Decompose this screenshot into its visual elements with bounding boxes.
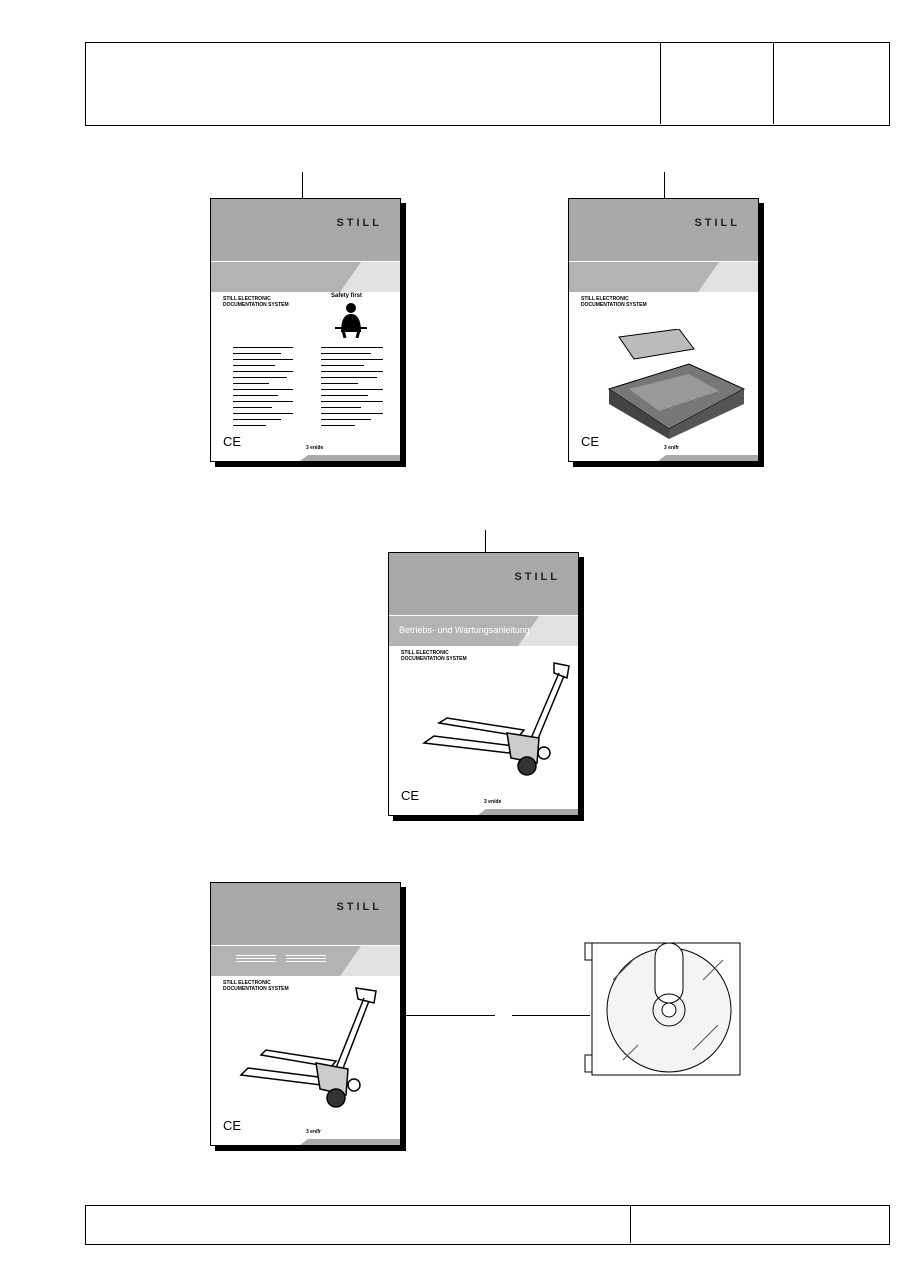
header-divider [660, 42, 661, 124]
controller-booklet: STILL STILL ELECTRONIC DOCUMENTATION SYS… [568, 198, 759, 462]
pallet-truck-illustration [421, 662, 570, 776]
controller-unit-illustration [607, 329, 746, 439]
cd-in-sleeve-illustration [584, 942, 741, 1076]
seated-person-icon [335, 303, 367, 338]
leader-line [401, 1015, 495, 1016]
manual-title: Betriebs- und Wartungsanleitung [399, 625, 530, 635]
footer-divider [630, 1205, 631, 1243]
safety-booklet: STILL STILL ELECTRONIC DOCUMENTATION SYS… [210, 198, 401, 462]
header-frame [85, 42, 890, 126]
safety-badge: Safety first [331, 293, 363, 299]
leader-line [512, 1015, 590, 1016]
still-logo: STILL [514, 571, 560, 583]
leader-line [485, 530, 486, 552]
document-code: 3 en/fr [664, 445, 680, 451]
document-code: 3 en/de [306, 445, 324, 451]
ce-mark: CE [401, 788, 420, 803]
footer-frame [85, 1205, 890, 1245]
ce-mark: CE [581, 434, 600, 449]
system-title: STILL ELECTRONIC DOCUMENTATION SYSTEM [581, 296, 647, 308]
pallet-truck-booklet: STILL STILL ELECTRONIC DOCUMENTATION SYS… [210, 882, 401, 1146]
operating-manual-booklet: STILL Betriebs- und Wartungsanleitung ST… [388, 552, 579, 816]
ce-mark: CE [223, 434, 242, 449]
header-divider [773, 42, 774, 124]
leader-line [664, 172, 665, 198]
still-logo: STILL [336, 217, 382, 229]
still-logo: STILL [694, 217, 740, 229]
pallet-truck-illustration [239, 987, 377, 1108]
document-code: 3 en/fr [306, 1129, 322, 1135]
document-code: 3 en/de [484, 799, 502, 805]
ce-mark: CE [223, 1118, 242, 1133]
still-logo: STILL [336, 901, 382, 913]
system-title: STILL ELECTRONIC DOCUMENTATION SYSTEM [401, 650, 467, 662]
system-title: STILL ELECTRONIC DOCUMENTATION SYSTEM [223, 980, 289, 992]
system-title: STILL ELECTRONIC DOCUMENTATION SYSTEM [223, 296, 289, 308]
leader-line [302, 172, 303, 198]
